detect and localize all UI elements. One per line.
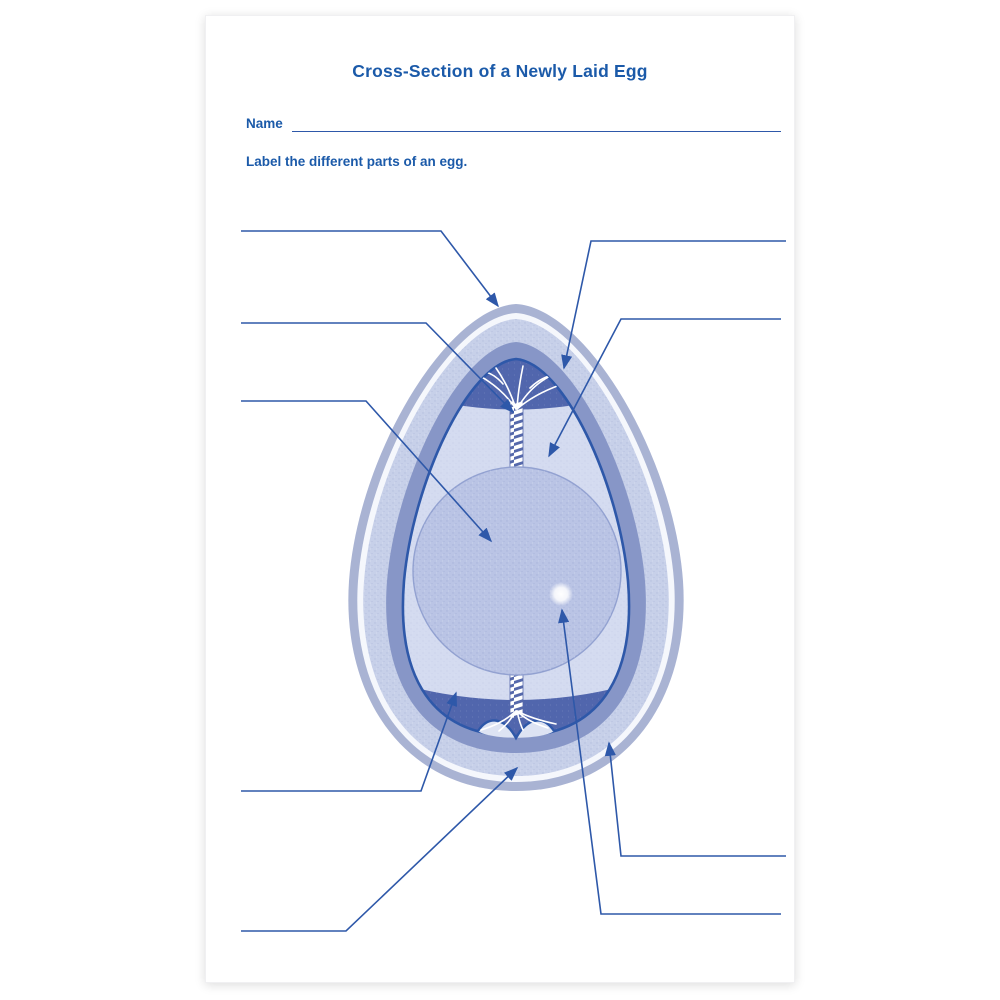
page-title: Cross-Section of a Newly Laid Egg xyxy=(352,61,648,81)
label-line-upper-right xyxy=(548,318,781,458)
instruction-text: Label the different parts of an egg. xyxy=(246,154,468,169)
label-line-mid-left xyxy=(241,400,493,543)
label-lines xyxy=(241,230,786,932)
air-cell-outline xyxy=(477,719,555,741)
germinal-disc xyxy=(549,582,573,606)
chalaza-branches xyxy=(479,365,561,732)
chalaza-cords xyxy=(509,400,524,719)
label-line-bottom-left xyxy=(241,766,519,932)
label-line-top-right xyxy=(561,240,786,370)
worksheet-page: Cross-Section of a Newly Laid Egg Name L… xyxy=(205,15,795,983)
egg-layers xyxy=(348,304,684,791)
name-label: Name xyxy=(246,116,283,131)
label-line-top-left xyxy=(241,230,499,308)
name-field-row: Name xyxy=(246,116,781,132)
yolk xyxy=(412,466,622,676)
name-blank-line xyxy=(291,117,781,132)
egg-diagram xyxy=(241,230,786,932)
air-cell-fill xyxy=(478,720,554,738)
label-line-bottom-right xyxy=(558,608,781,915)
label-line-upper-left xyxy=(241,322,515,414)
label-line-lower-right xyxy=(604,741,786,857)
air-cell-notch xyxy=(477,719,555,741)
yolk-texture xyxy=(413,467,621,675)
label-line-lower-left xyxy=(241,691,457,792)
